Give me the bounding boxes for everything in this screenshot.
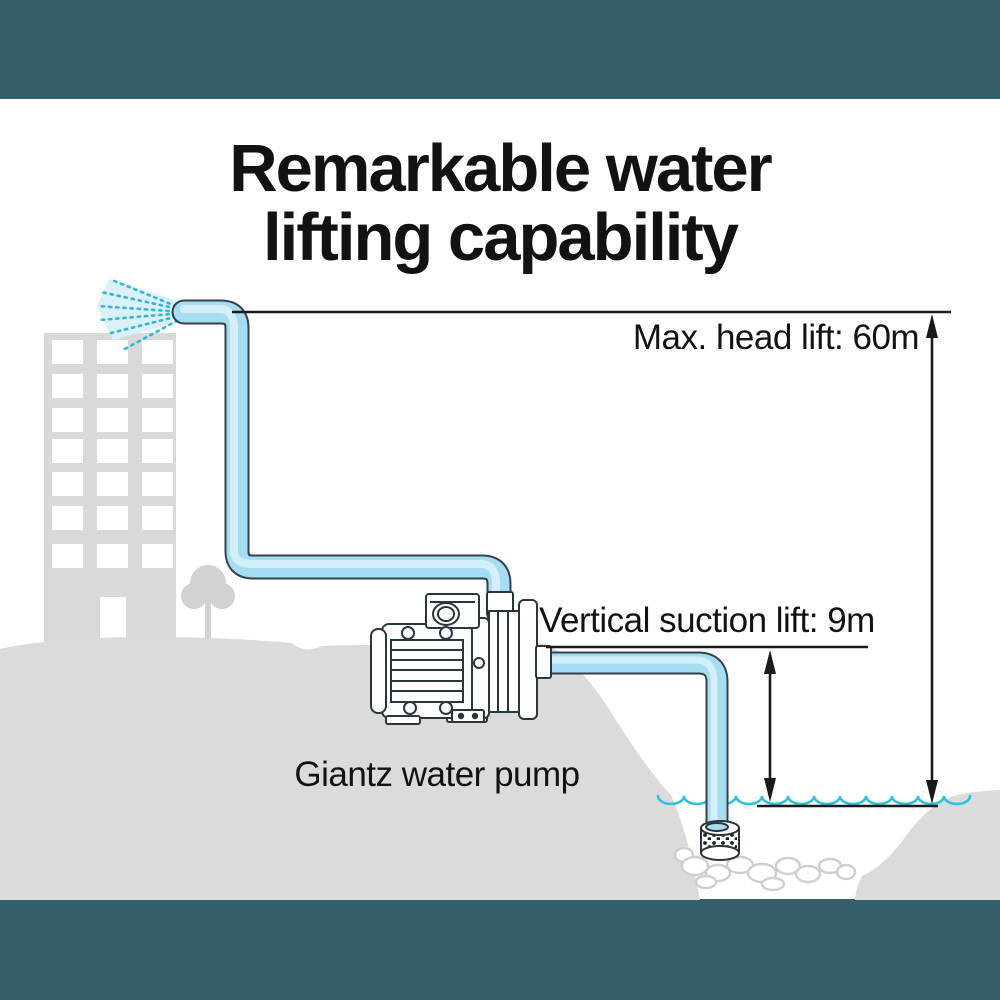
water-pump-illustration-icon <box>370 591 552 725</box>
water-spray-icon <box>95 278 186 353</box>
rocks <box>673 846 857 892</box>
page-title: Remarkable water lifting capability <box>0 134 1000 272</box>
bottom-border-bar <box>0 899 1000 1000</box>
water-waves-icon <box>656 794 972 806</box>
building-silhouette-icon <box>44 333 176 643</box>
suction-lift-arrow <box>764 650 776 802</box>
building-windows <box>52 340 173 639</box>
tree-silhouette-icon <box>181 565 235 640</box>
head-lift-arrow <box>926 314 938 804</box>
pump-caption: Giantz water pump <box>294 755 580 794</box>
title-line-1: Remarkable water <box>229 131 773 206</box>
vertical-suction-lift-label: Vertical suction lift: 9m <box>539 601 875 640</box>
measurement-annotations <box>232 310 951 808</box>
title-line-2: lifting capability <box>263 200 739 275</box>
top-border-bar <box>0 0 1000 99</box>
discharge-pipe <box>171 299 512 627</box>
suction-pipe <box>537 651 729 839</box>
max-head-lift-label: Max. head lift: 60m <box>632 318 920 357</box>
suction-strainer-icon <box>700 820 740 861</box>
